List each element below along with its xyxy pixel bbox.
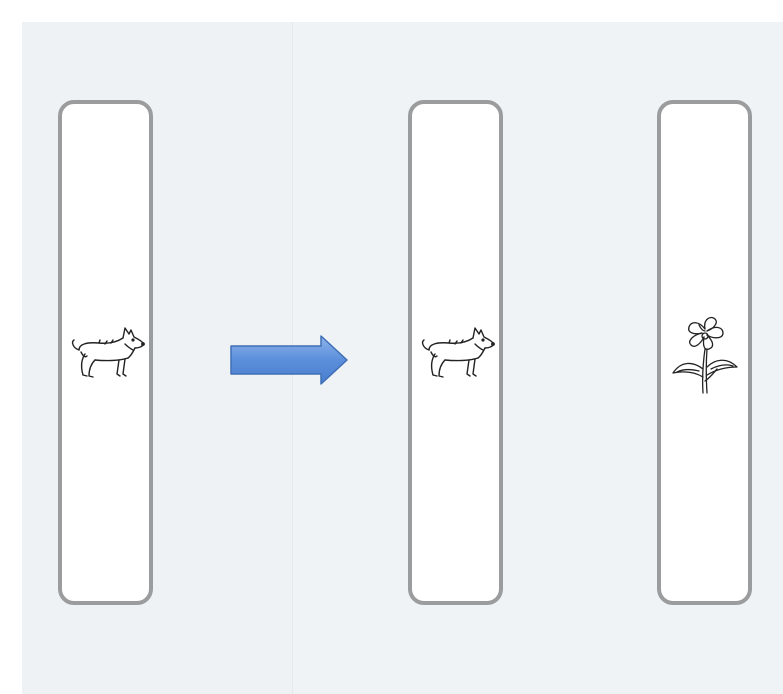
- right-arrow-icon: [230, 335, 348, 385]
- dog-icon: [421, 326, 495, 378]
- card-dog-before: [58, 100, 153, 605]
- dog-icon: [71, 326, 145, 378]
- card-dog-after: [408, 100, 503, 605]
- card-flower: [657, 100, 752, 605]
- flower-icon: [671, 316, 738, 394]
- diagram-canvas: [22, 22, 783, 694]
